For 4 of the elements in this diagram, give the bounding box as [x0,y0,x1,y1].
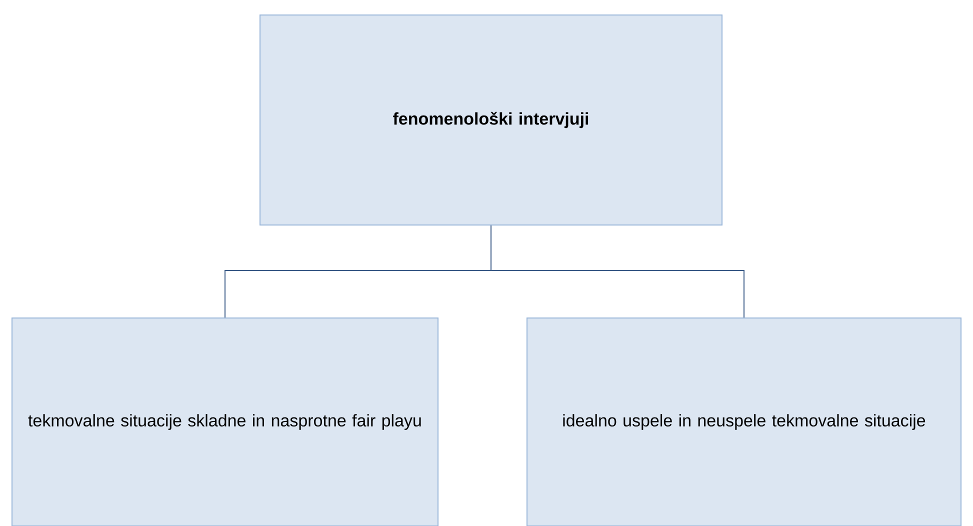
process-box: tekmovalne situacije skladne in nasprotne fair playu [12,318,438,526]
process-box: idealno uspele in neuspele tekmovalne situacije [526,318,962,526]
connector-line [490,225,744,318]
process-box: fenomenološki intervjuji [260,14,722,226]
